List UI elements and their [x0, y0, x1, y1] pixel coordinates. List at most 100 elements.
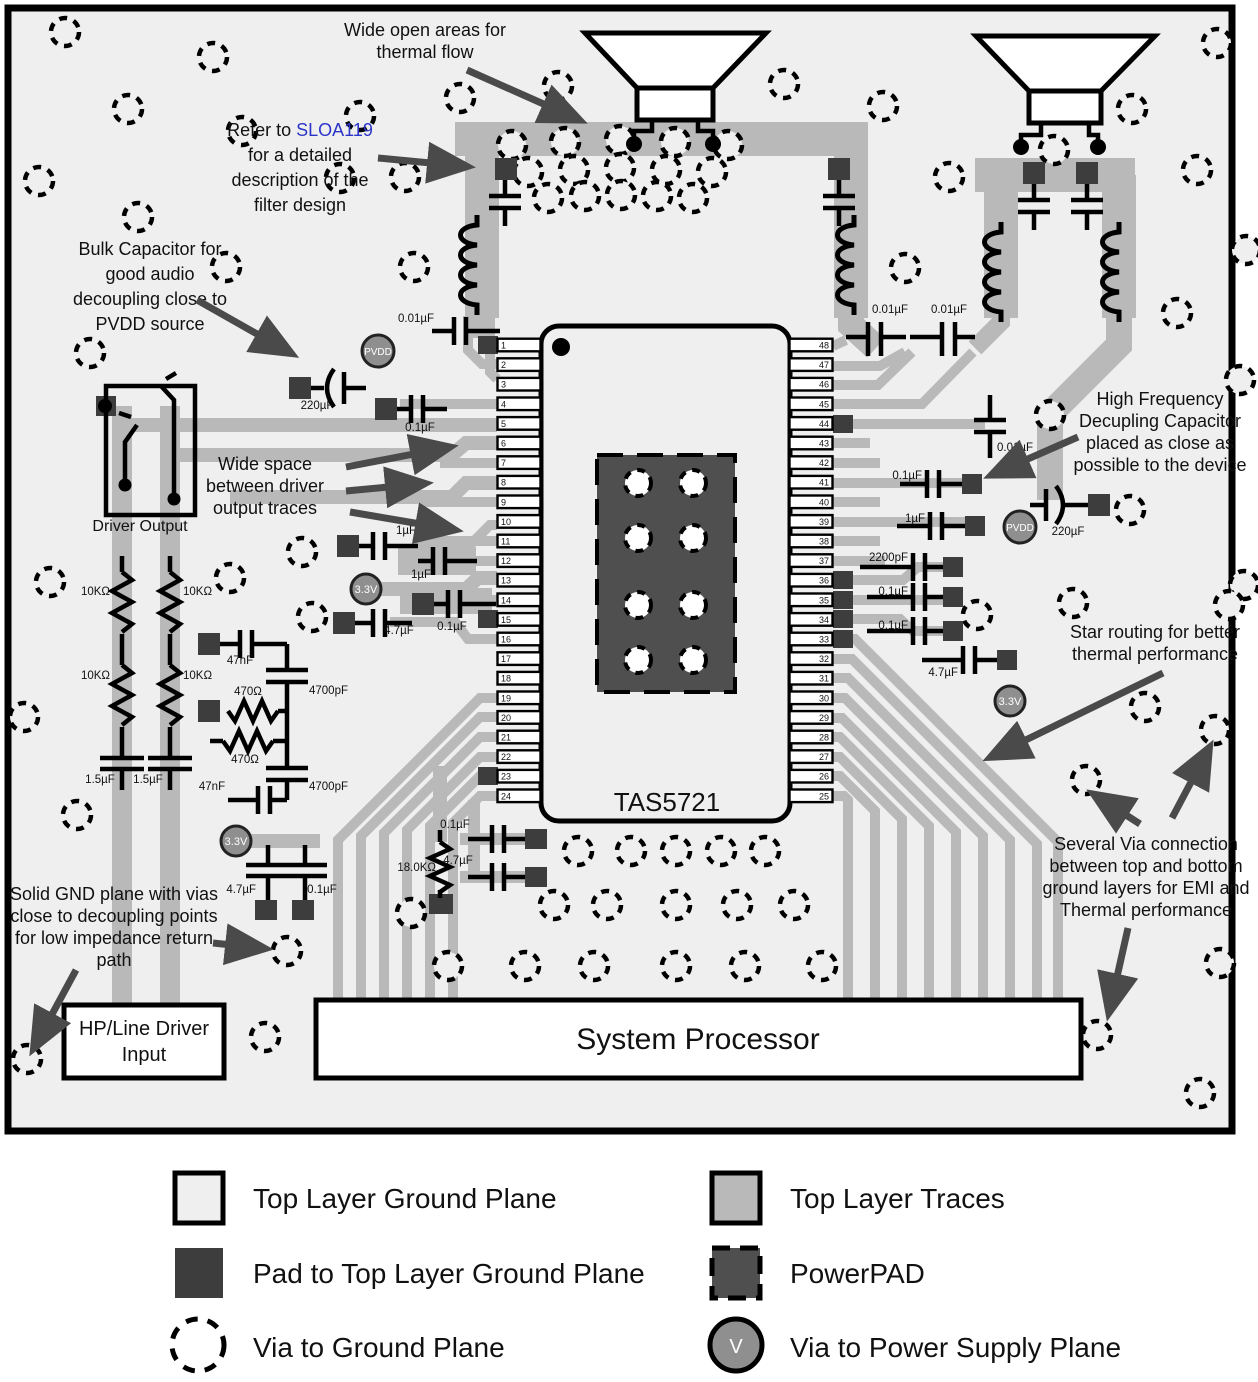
svg-text:Thermal performance: Thermal performance: [1060, 900, 1232, 920]
svg-text:1µF: 1µF: [396, 525, 416, 537]
chip-pin: [788, 376, 834, 392]
legend-via-power-icon: [707, 1316, 765, 1374]
svg-text:0.01µF: 0.01µF: [997, 442, 1033, 454]
svg-text:0.1µF: 0.1µF: [307, 884, 337, 896]
chip-pin: [496, 749, 542, 765]
legend-label: Top Layer Traces: [790, 1183, 1005, 1214]
ground-pads: [96, 158, 1110, 920]
chip-pin: [496, 337, 542, 353]
legend-swatch-traces: [709, 1170, 763, 1226]
svg-text:4.7µF: 4.7µF: [226, 884, 256, 896]
svg-text:470Ω: 470Ω: [231, 754, 259, 766]
pin-number: 44: [819, 419, 829, 429]
chip-pin: [496, 513, 542, 529]
pin-number: 12: [501, 556, 511, 566]
electrolytic-curves: [324, 367, 1066, 526]
chip-pin: [788, 631, 834, 647]
pin-number: 9: [501, 497, 506, 507]
svg-text:10KΩ: 10KΩ: [81, 586, 110, 598]
svg-text:for a detailed: for a detailed: [248, 145, 352, 165]
svg-text:System Processor: System Processor: [576, 1023, 819, 1056]
svg-text:47nF: 47nF: [227, 655, 253, 667]
svg-text:10KΩ: 10KΩ: [81, 670, 110, 682]
svg-text:between top and bottom: between top and bottom: [1049, 856, 1242, 876]
pvdd-via-right: [1002, 509, 1038, 545]
svg-text:1µF: 1µF: [905, 513, 925, 525]
chip-pin: [788, 749, 834, 765]
pin-number: 14: [501, 595, 511, 605]
svg-text:47nF: 47nF: [199, 781, 225, 793]
pin-number: 21: [501, 733, 511, 743]
pin-number: 42: [819, 458, 829, 468]
pin-number: 5: [501, 419, 506, 429]
svg-text:decoupling close to: decoupling close to: [73, 289, 227, 309]
powerpad-vias: [623, 468, 708, 675]
chip-pin: [496, 474, 542, 490]
pin-number: 23: [501, 772, 511, 782]
svg-text:4700pF: 4700pF: [309, 781, 348, 793]
chip-pin: [496, 709, 542, 725]
chip-pin: [788, 553, 834, 569]
svg-text:4.7µF: 4.7µF: [384, 625, 414, 637]
svg-text:thermal performance: thermal performance: [1072, 644, 1238, 664]
svg-text:3.3V: 3.3V: [225, 836, 248, 848]
chip-pin: [496, 690, 542, 706]
pin-number: 31: [819, 674, 829, 684]
chip-pin: [788, 592, 834, 608]
pin-number: 40: [819, 497, 829, 507]
pin-number: 30: [819, 693, 829, 703]
pin-number: 33: [819, 635, 829, 645]
svg-text:10KΩ: 10KΩ: [183, 586, 212, 598]
chip-pin: [496, 455, 542, 471]
driver-output-label: Driver Output: [92, 518, 188, 535]
svg-text:1.5µF: 1.5µF: [85, 774, 115, 786]
capacitors: [100, 180, 1103, 900]
svg-text:18.0KΩ: 18.0KΩ: [397, 862, 436, 874]
pin-number: 47: [819, 360, 829, 370]
chip-pin: [788, 513, 834, 529]
pin-number: 37: [819, 556, 829, 566]
resistors: [107, 570, 456, 894]
pin-number: 7: [501, 458, 506, 468]
svg-text:Wide open areas for: Wide open areas for: [344, 20, 506, 40]
svg-text:Solid GND plane with vias: Solid GND plane with vias: [10, 884, 218, 904]
chip-pin: [788, 729, 834, 745]
svg-text:Star routing for better: Star routing for better: [1070, 622, 1240, 642]
sloa119-link: SLOA119: [296, 120, 373, 140]
tas5721-chip: TAS5721: [538, 323, 793, 824]
pin-number: 1: [501, 341, 506, 351]
svg-text:ground layers for EMI and: ground layers for EMI and: [1042, 878, 1249, 898]
svg-text:Bulk Capacitor for: Bulk Capacitor for: [78, 239, 221, 259]
chip-pin: [788, 690, 834, 706]
chip-pin: [496, 729, 542, 745]
svg-text:between driver: between driver: [206, 476, 324, 496]
pin-number: 18: [501, 674, 511, 684]
chip-pin: [788, 788, 834, 804]
svg-text:output traces: output traces: [213, 498, 317, 518]
chip-pin: [788, 415, 834, 431]
pin-number: 39: [819, 517, 829, 527]
svg-text:0.01µF: 0.01µF: [872, 304, 908, 316]
svg-text:thermal flow: thermal flow: [376, 42, 474, 62]
chip-pin: [788, 572, 834, 588]
svg-text:Input: Input: [122, 1044, 167, 1066]
svg-text:3.3V: 3.3V: [355, 584, 378, 596]
svg-text:0.1µF: 0.1µF: [892, 470, 922, 482]
chip-pin: [788, 651, 834, 667]
pin-number: 32: [819, 654, 829, 664]
svg-text:PVDD: PVDD: [364, 347, 392, 358]
pin-number: 8: [501, 478, 506, 488]
chip-pin: [496, 611, 542, 627]
chip-pin: [788, 357, 834, 373]
chip-pin: [496, 357, 542, 373]
pin-number: 35: [819, 595, 829, 605]
pin-number: 6: [501, 439, 506, 449]
legend-swatch-ground-plane: [172, 1170, 226, 1226]
chip-pin: [496, 592, 542, 608]
svg-text:V: V: [729, 1336, 743, 1358]
pin-number: 27: [819, 752, 829, 762]
chip-pin: [496, 415, 542, 431]
pin-number: 16: [501, 635, 511, 645]
svg-text:placed as close as: placed as close as: [1086, 433, 1234, 453]
chip-pin: [496, 553, 542, 569]
